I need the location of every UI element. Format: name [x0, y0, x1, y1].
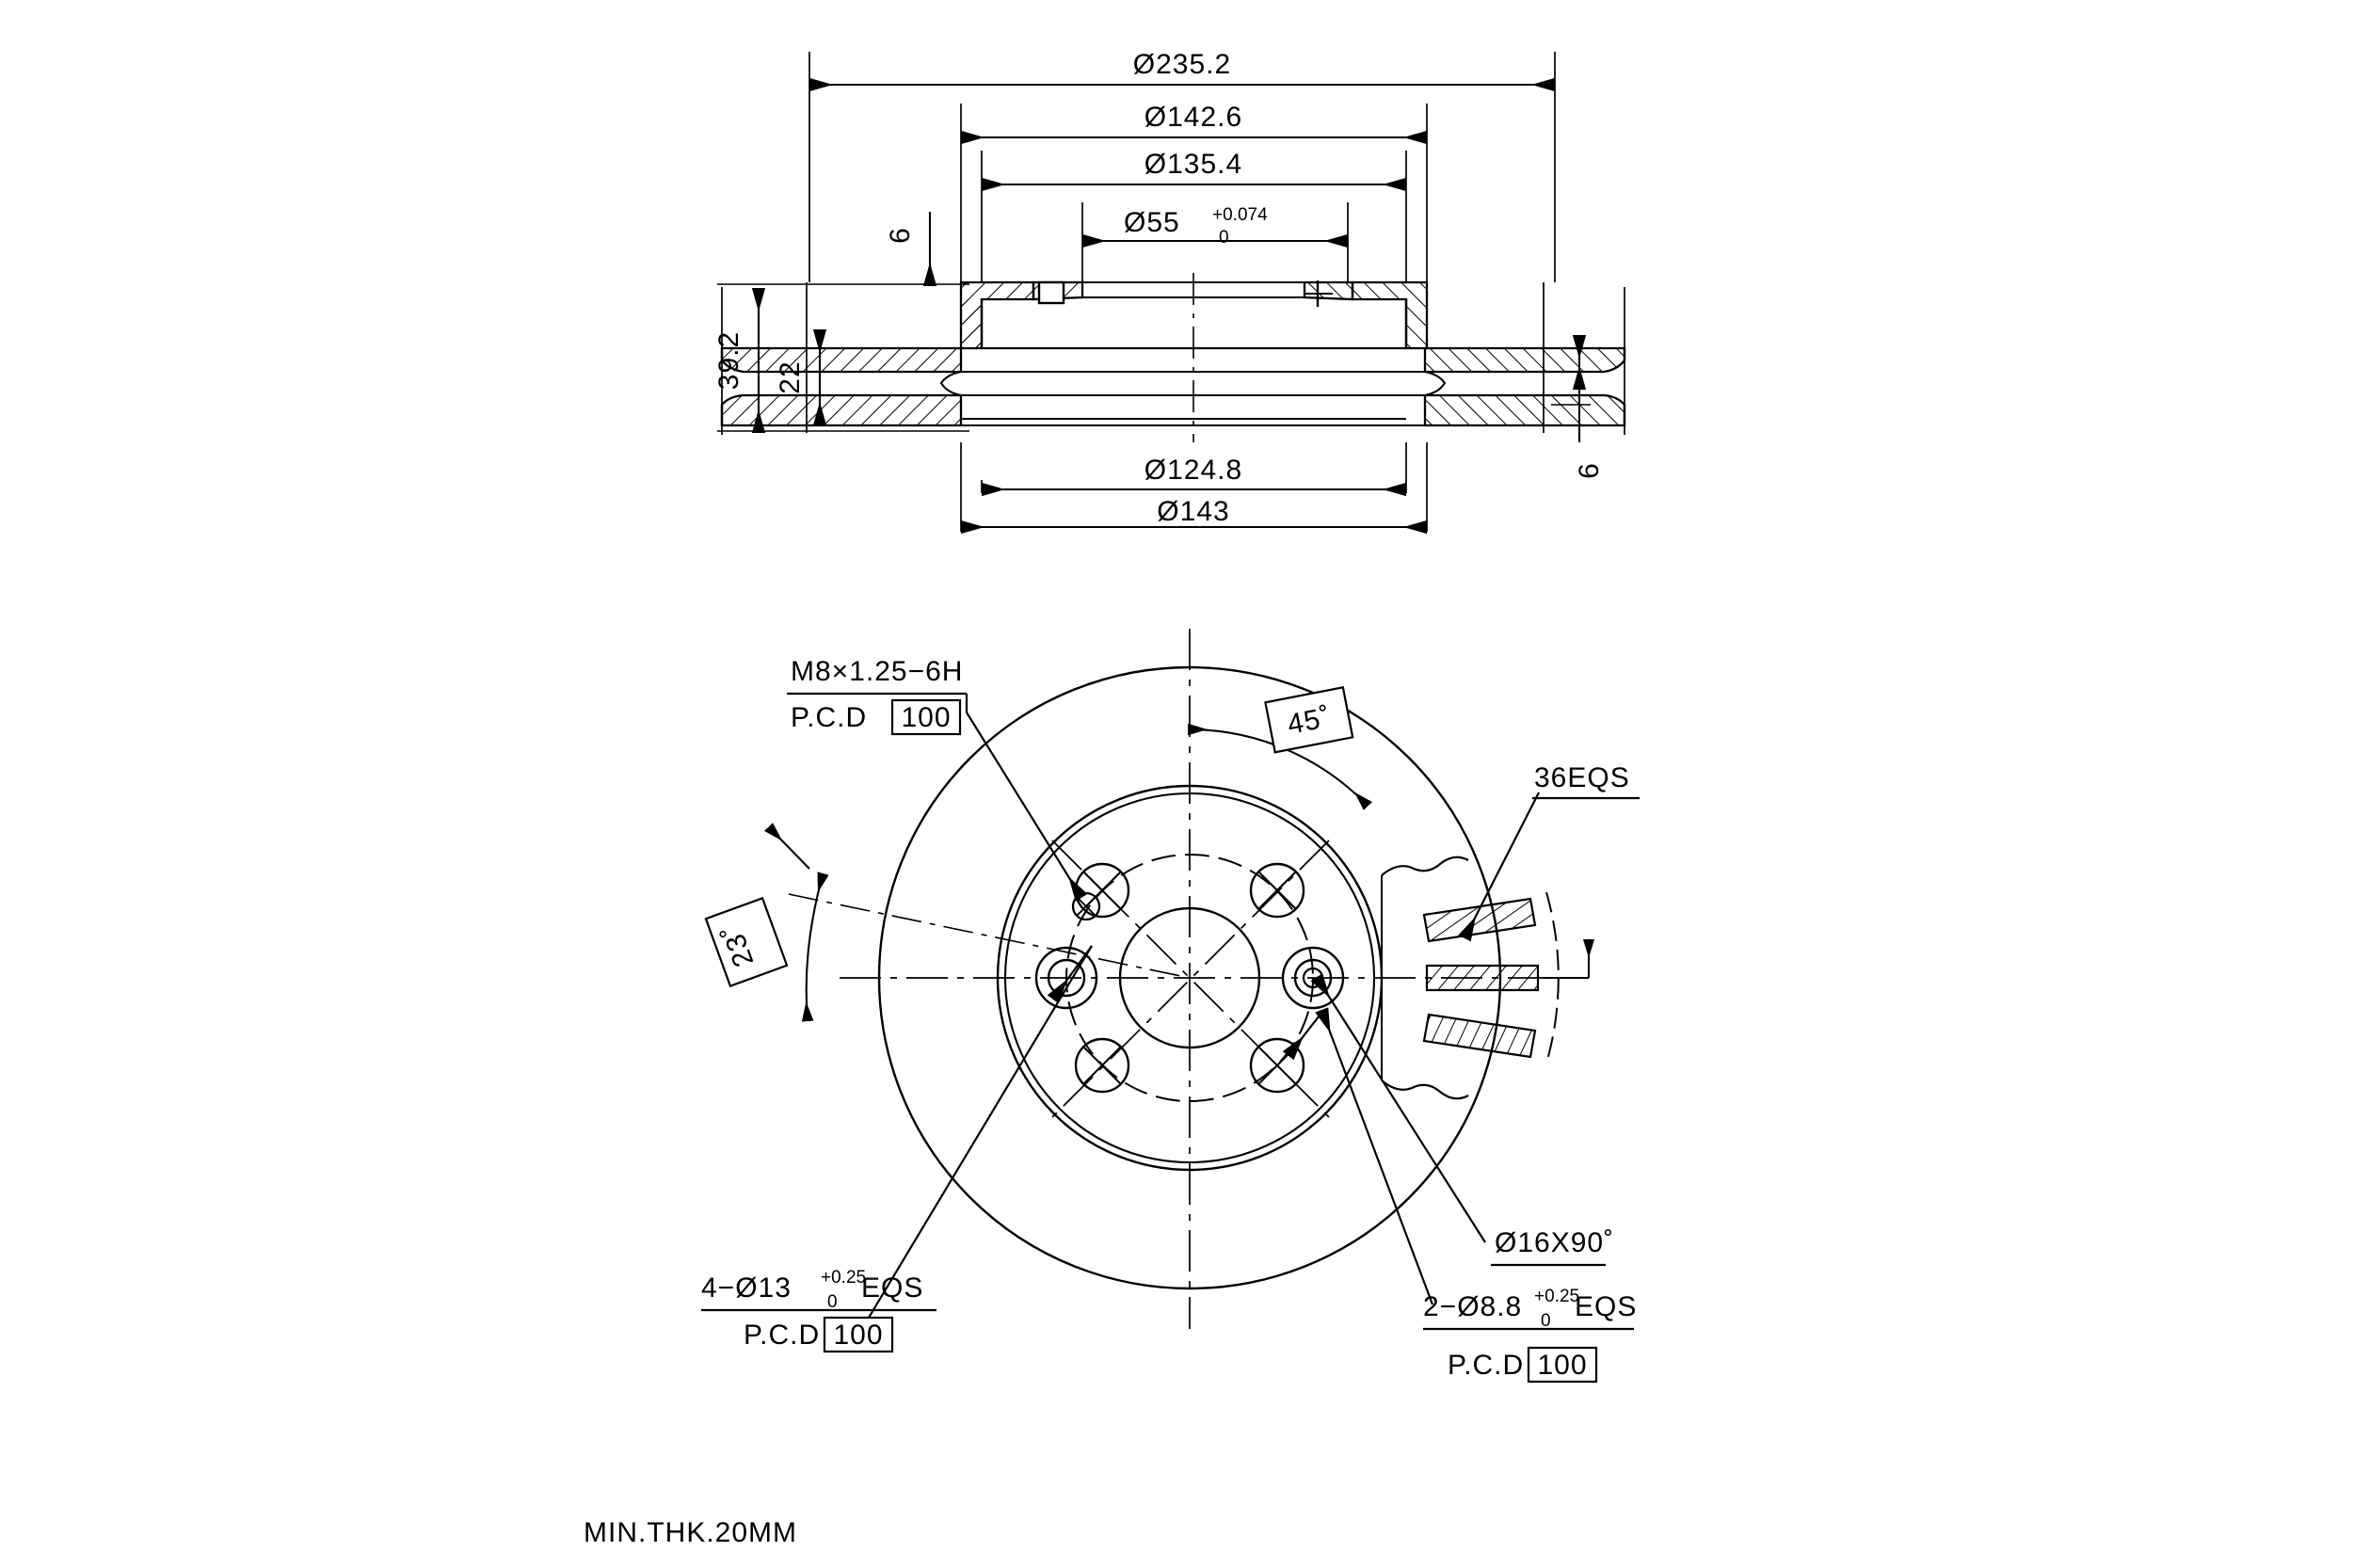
dim-inner-diameter: Ø124.8 — [1144, 455, 1242, 486]
leader-chamfer — [1310, 973, 1486, 1243]
dim-hat-face-diameter: Ø135.4 — [1144, 149, 1242, 180]
vane — [1425, 964, 1540, 992]
dimension-lines-bottom — [960, 482, 1428, 535]
min-thickness-note: MIN.THK.20MM — [584, 1517, 797, 1548]
dim-centre-bore-group: Ø55 +0.074 0 — [1124, 205, 1268, 248]
thread-callout-pcd-prefix: P.C.D — [791, 702, 867, 733]
dim-overall-height: 39.2 — [713, 331, 744, 390]
leader-small-hole — [1315, 1007, 1434, 1305]
chamfer-callout-label: Ø16X90˚ — [1495, 1227, 1614, 1258]
thread-callout: M8×1.25−6H P.C.D 100 — [787, 656, 968, 736]
angle-45-box — [1264, 686, 1354, 754]
thread-callout-pcd-value: 100 — [901, 702, 951, 733]
small-hole-callout-tol-upper: +0.25 — [1534, 1287, 1579, 1306]
vane — [1422, 1013, 1537, 1059]
thread-callout-line1: M8×1.25−6H — [791, 656, 963, 687]
vane-count-label: 36EQS — [1534, 762, 1630, 793]
large-hole-callout-pcd-prefix: P.C.D — [744, 1320, 820, 1351]
dim-disc-thickness: 22 — [775, 360, 806, 393]
reference-lines — [717, 283, 969, 432]
large-hole-callout-prefix: 4−Ø13 — [701, 1272, 792, 1304]
thread-callout-pcd-box — [890, 698, 962, 736]
chamfer-callout: Ø16X90˚ — [1491, 1227, 1614, 1267]
large-hole — [1074, 1037, 1130, 1094]
dim-centre-bore-tol-lower: 0 — [1219, 228, 1229, 248]
vane-sector — [1381, 856, 1560, 1100]
dim-centre-bore-tol-upper: +0.074 — [1212, 205, 1268, 225]
angle-23-annotation: 23˚ — [704, 823, 1191, 1022]
dim-outer-diameter: Ø235.2 — [1133, 49, 1231, 80]
vane-count-callout: 36EQS — [1532, 762, 1640, 800]
leader-lines — [868, 712, 1540, 1319]
small-hole-callout: 2−Ø8.8 +0.25 0 EQS P.C.D 100 — [1423, 1287, 1637, 1384]
dim-plate-thickness: 6 — [1574, 462, 1605, 479]
large-hole-callout-pcd-box — [823, 1316, 894, 1353]
vane-width-indicator — [1544, 939, 1594, 979]
angle-23-tick — [764, 823, 810, 870]
break-line — [1381, 1080, 1469, 1100]
front-face-view — [840, 629, 1594, 1329]
vane — [1422, 897, 1537, 943]
large-hole — [1249, 862, 1305, 919]
large-hole-callout-tol-lower: 0 — [827, 1292, 838, 1312]
large-hole-callout-suffix: EQS — [861, 1272, 923, 1304]
small-hole-callout-pcd-box — [1527, 1346, 1598, 1384]
leader-large-hole — [868, 945, 1093, 1319]
large-hole-callout: 4−Ø13 +0.25 0 EQS P.C.D 100 — [701, 1268, 936, 1353]
cross-section-view — [717, 52, 1626, 535]
small-hole-callout-pcd-value: 100 — [1537, 1350, 1587, 1381]
section-dimension-labels: Ø235.2 Ø142.6 Ø135.4 Ø55 +0.074 0 Ø124.8… — [713, 49, 1605, 527]
leader-thread-callout — [966, 712, 1088, 902]
large-hole-callout-tol-upper: +0.25 — [821, 1268, 866, 1288]
dim-centre-bore: Ø55 — [1124, 207, 1180, 238]
dimension-lines-top — [808, 77, 1556, 248]
small-hole-callout-pcd-prefix: P.C.D — [1448, 1350, 1524, 1381]
dim-hat-outer-diameter: Ø142.6 — [1144, 102, 1242, 133]
section-body — [720, 280, 1626, 427]
large-hole-callout-pcd-value: 100 — [833, 1320, 883, 1351]
break-line — [1381, 856, 1469, 876]
leader-small-hole-arrow — [1282, 1011, 1323, 1061]
leader-vane-count — [1458, 792, 1540, 942]
leader-large-hole-arrow — [1047, 945, 1093, 1004]
small-hole-callout-tol-lower: 0 — [1541, 1311, 1551, 1331]
dim-friction-inner-diameter: Ø143 — [1157, 496, 1229, 527]
small-hole-callout-prefix: 2−Ø8.8 — [1423, 1291, 1522, 1322]
angle-45-annotation: 45˚ — [1187, 686, 1372, 810]
angle-23-reference-line — [788, 893, 1191, 979]
dim-hat-depth: 6 — [885, 227, 916, 244]
small-hole-callout-suffix: EQS — [1575, 1291, 1637, 1322]
angle-23-arc — [801, 872, 829, 1022]
angle-23-box — [704, 896, 789, 988]
